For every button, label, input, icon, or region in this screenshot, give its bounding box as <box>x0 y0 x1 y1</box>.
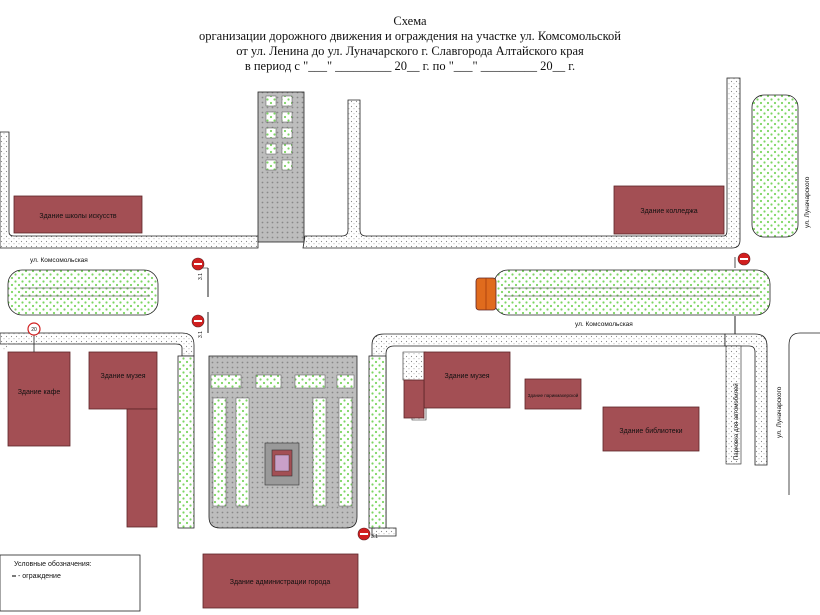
median-lawn-west <box>7 269 159 316</box>
legend-title: Условные обозначения: <box>14 560 92 568</box>
median-lawn-east <box>493 269 771 316</box>
lawn-south-east-strip <box>368 355 387 529</box>
college-building <box>613 185 725 235</box>
sign-speed-limit: 20 <box>27 322 41 352</box>
street-label-komsomolskaya-east: ул. Комсомольская <box>575 321 633 328</box>
hairdresser-label: Здание парикмахерской <box>528 392 579 398</box>
sign-no-entry-south: 3.1 <box>191 312 209 338</box>
street-label-lunacharskogo-north: ул. Луначарского <box>804 176 811 228</box>
library-label: Здание библиотеки <box>619 427 682 435</box>
sign-no-entry-square: 3.1 <box>357 527 378 541</box>
legend: Условные обозначения: - ограждение <box>0 554 141 612</box>
museum-east-building <box>423 351 511 409</box>
hairdresser-building <box>524 378 582 410</box>
museum-west-label: Здание музея <box>100 373 145 380</box>
art-school-building <box>13 195 143 234</box>
museum-east-label: Здание музея <box>444 373 489 380</box>
title-line-1: Схема <box>393 14 427 28</box>
sign-no-entry-north: 3.1 <box>191 257 209 297</box>
street-label-komsomolskaya-west: ул. Комсомольская <box>30 257 88 264</box>
museum-west-annex <box>126 408 158 528</box>
legend-fence-label: - ограждение <box>18 573 61 580</box>
art-school-label: Здание школы искусств <box>39 213 117 220</box>
title-line-2: организации дорожного движения и огражде… <box>199 29 621 43</box>
museum-east-annex <box>403 379 425 419</box>
sign-code-south: 3.1 <box>198 331 204 338</box>
legend-box <box>0 554 141 612</box>
sign-code-square: 3.1 <box>371 534 378 540</box>
cafe-label: Здание кафе <box>18 389 61 396</box>
title-line-3: от ул. Ленина до ул. Луначарского г. Сла… <box>236 44 584 58</box>
title-line-4: в период с "___" _________ 20__ г. по "_… <box>244 59 576 73</box>
page-title: Схема организации дорожного движения и о… <box>0 14 820 74</box>
lawn-south-west-strip <box>177 355 195 529</box>
museum-west-building <box>88 351 158 410</box>
administration-label: Здание администрации города <box>230 579 331 586</box>
cafe-building <box>7 351 71 447</box>
lawn-northeast <box>751 94 799 238</box>
north-sidewalk <box>0 77 741 249</box>
street-label-lunacharskogo-south: ул. Луначарского <box>776 386 783 438</box>
administration-building <box>202 553 359 609</box>
pedestrian-building-tower <box>257 91 305 243</box>
central-square <box>208 355 358 529</box>
sign-no-entry-east <box>734 252 751 334</box>
south-sidewalk-west <box>0 332 195 357</box>
college-label: Здание колледжа <box>640 208 697 215</box>
parking-label: Парковка для автомобилей <box>733 383 740 460</box>
speed-limit-value: 20 <box>31 327 37 333</box>
sign-code-north: 3.1 <box>198 273 204 280</box>
parking-strip <box>725 345 742 465</box>
library-building <box>602 406 700 452</box>
